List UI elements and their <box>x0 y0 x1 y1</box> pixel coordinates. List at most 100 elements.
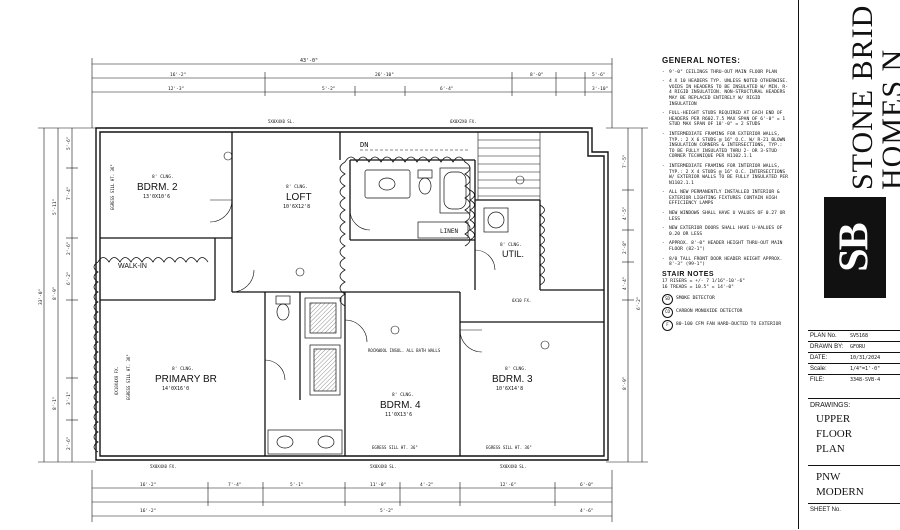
exterior-walls <box>95 127 609 461</box>
window-header-note: 5X0X4X0 SL. <box>268 119 295 124</box>
note-item: INTERMEDIATE FRAMING FOR EXTERIOR WALLS,… <box>662 132 790 160</box>
svg-text:8' CLNG.: 8' CLNG. <box>392 392 414 398</box>
drawing-title-line: FLOOR <box>816 428 853 440</box>
sheet-number: SHEET No. <box>808 503 900 516</box>
note-item: APPROX. 8'-0" HEADER HEIGHT THRU-OUT MAI… <box>662 241 790 252</box>
window-header-note: 6X0X2X0 FX. <box>450 119 477 124</box>
info-row: PLAN No.SV5168 <box>808 330 900 341</box>
door-swings <box>209 199 496 381</box>
top-dim: 3'-10" <box>592 86 608 92</box>
general-notes-list: 9'-0" CEILINGS THRU-OUT MAIN FLOOR PLAN … <box>662 70 790 268</box>
drawings-panel: DRAWINGS: UPPER FLOOR PLAN PNW MODERN <box>808 398 900 530</box>
drawing-title-line: UPPER <box>816 413 851 425</box>
legend-row: SD SMOKE DETECTOR <box>662 293 790 305</box>
smoke-detector-icon: SD <box>662 293 673 305</box>
left-dim: 7'-4" <box>66 186 72 200</box>
window-header-note: 5X0X4X0 SL. <box>370 464 397 469</box>
svg-text:8' CLNG.: 8' CLNG. <box>500 242 522 248</box>
logo-text: SB <box>832 223 878 272</box>
brand-name: STONE BRID HOMES N <box>820 0 900 195</box>
right-dim: 2'-8" <box>622 240 628 254</box>
left-dimensions <box>38 127 96 463</box>
general-notes-title: GENERAL NOTES: <box>662 56 741 65</box>
room-label-primary: 8' CLNG. PRIMARY BR 14'0X16'0 <box>155 366 217 392</box>
drawings-label: DRAWINGS: <box>810 402 851 409</box>
svg-text:BDRM. 3: BDRM. 3 <box>492 374 533 385</box>
walk-in-closet-label: WALK-IN <box>118 263 147 270</box>
brand-line-2: HOMES N <box>876 49 900 190</box>
svg-text:LOFT: LOFT <box>286 192 312 203</box>
bottom-dimensions <box>91 470 613 522</box>
room-label-bdrm3: 8' CLNG. BDRM. 3 10'6X14'8 <box>492 366 533 392</box>
rockwool-note: ROCKWOOL INSUL. ALL BATH WALLS <box>368 348 441 353</box>
general-notes: GENERAL NOTES: 9'-0" CEILINGS THRU-OUT M… <box>662 56 790 333</box>
left-dim: 8'-9" <box>52 286 58 300</box>
legend-row: F 80-100 CFM FAN HARD-DUCTED TO EXTERIOR <box>662 319 790 331</box>
stair-notes-title: STAIR NOTES <box>662 270 715 278</box>
room-label-bdrm2: 8' CLNG. BDRM. 2 13'0X10'6 <box>137 174 178 200</box>
note-item: 9'-0" CEILINGS THRU-OUT MAIN FLOOR PLAN <box>662 70 790 76</box>
svg-text:BDRM. 2: BDRM. 2 <box>137 182 178 193</box>
svg-text:8' CLNG.: 8' CLNG. <box>172 366 194 372</box>
top-dimensions <box>91 58 613 128</box>
left-dim-overall: 33'-0" <box>38 289 44 305</box>
bottom-dim: 4'-2" <box>420 482 434 488</box>
left-dim: 2'-6" <box>66 241 72 255</box>
right-dim: 4'-5" <box>622 206 628 220</box>
svg-text:8' CLNG.: 8' CLNG. <box>505 366 527 372</box>
drawing-title-line: PLAN <box>816 443 845 455</box>
stair-down-label: DN <box>360 141 368 149</box>
egress-note-bdrm3: EGRESS SILL HT. 36" <box>486 445 532 450</box>
company-logo: SB <box>824 197 886 298</box>
right-dim: 7'-5" <box>622 154 628 168</box>
note-item: 8/0 TALL FRONT DOOR HEADER HEIGHT APPROX… <box>662 257 790 268</box>
stair-note-treads: 16 TREADS = 10.5" = 14'-0" <box>662 285 734 290</box>
left-dim: 2'-6" <box>66 436 72 450</box>
top-dim: 5'-6" <box>592 72 606 78</box>
right-dimensions <box>606 127 648 463</box>
bottom-dim: 5'-1" <box>290 482 304 488</box>
bottom-dim: 4'-6" <box>580 508 594 514</box>
left-dim: 6'-2" <box>66 271 72 285</box>
primary-bath-fixtures <box>267 295 343 455</box>
svg-text:PRIMARY BR: PRIMARY BR <box>155 374 217 385</box>
top-dim: 26'-10" <box>375 72 394 78</box>
svg-text:10'6X14'8: 10'6X14'8 <box>496 386 523 392</box>
top-dim: 12'-3" <box>168 86 184 92</box>
info-row: DRAWN BY:GFORU <box>808 341 900 352</box>
right-dim: 8'-9" <box>622 376 628 390</box>
top-dim: 8'-0" <box>530 72 544 78</box>
style-title-line: PNW <box>816 471 841 483</box>
left-dim: 8'-1" <box>52 396 58 410</box>
title-block <box>798 0 900 529</box>
window-header-note: 6X10X4X0 FX. <box>114 366 119 395</box>
egress-note-bdrm2: EGRESS SILL HT. 36" <box>110 164 115 210</box>
info-row: FILE:3348-SVB-4 <box>808 374 900 385</box>
right-dim: 6'-2" <box>636 296 642 310</box>
interior-walls <box>100 132 604 456</box>
room-label-bdrm4: 8' CLNG. BDRM. 4 11'0X13'6 <box>380 392 421 418</box>
left-dim: 5'-11" <box>52 199 58 215</box>
fan-icon: F <box>662 319 673 331</box>
svg-text:UTIL.: UTIL. <box>502 249 524 259</box>
svg-text:13'0X10'6: 13'0X10'6 <box>143 194 170 200</box>
co-detector-icon: CO <box>662 306 673 318</box>
egress-note-primary: EGRESS SILL HT. 36" <box>126 354 131 400</box>
svg-text:8' CLNG.: 8' CLNG. <box>286 184 308 190</box>
svg-text:BDRM. 4: BDRM. 4 <box>380 400 421 411</box>
smoke-detector-icon <box>223 151 550 350</box>
bottom-dim: 5'-2" <box>380 508 394 514</box>
note-item: 4 X 10 HEADERS TYP. UNLESS NOTED OTHERWI… <box>662 79 790 107</box>
bottom-dim: 16'-2" <box>140 482 156 488</box>
stair-treads <box>360 132 541 200</box>
window-header-note: 5X0X4X0 SL. <box>500 464 527 469</box>
style-title-line: MODERN <box>816 486 864 498</box>
bottom-dim: 7'-4" <box>228 482 242 488</box>
style-panel: PNW MODERN <box>808 465 900 500</box>
bottom-dim: 11'-0" <box>370 482 386 488</box>
linen-closet-label: LINEN <box>440 228 458 235</box>
info-row: Scale:1/4"=1'-0" <box>808 363 900 374</box>
right-dim: 4'-4" <box>622 276 628 290</box>
revision-clouds <box>93 156 545 453</box>
